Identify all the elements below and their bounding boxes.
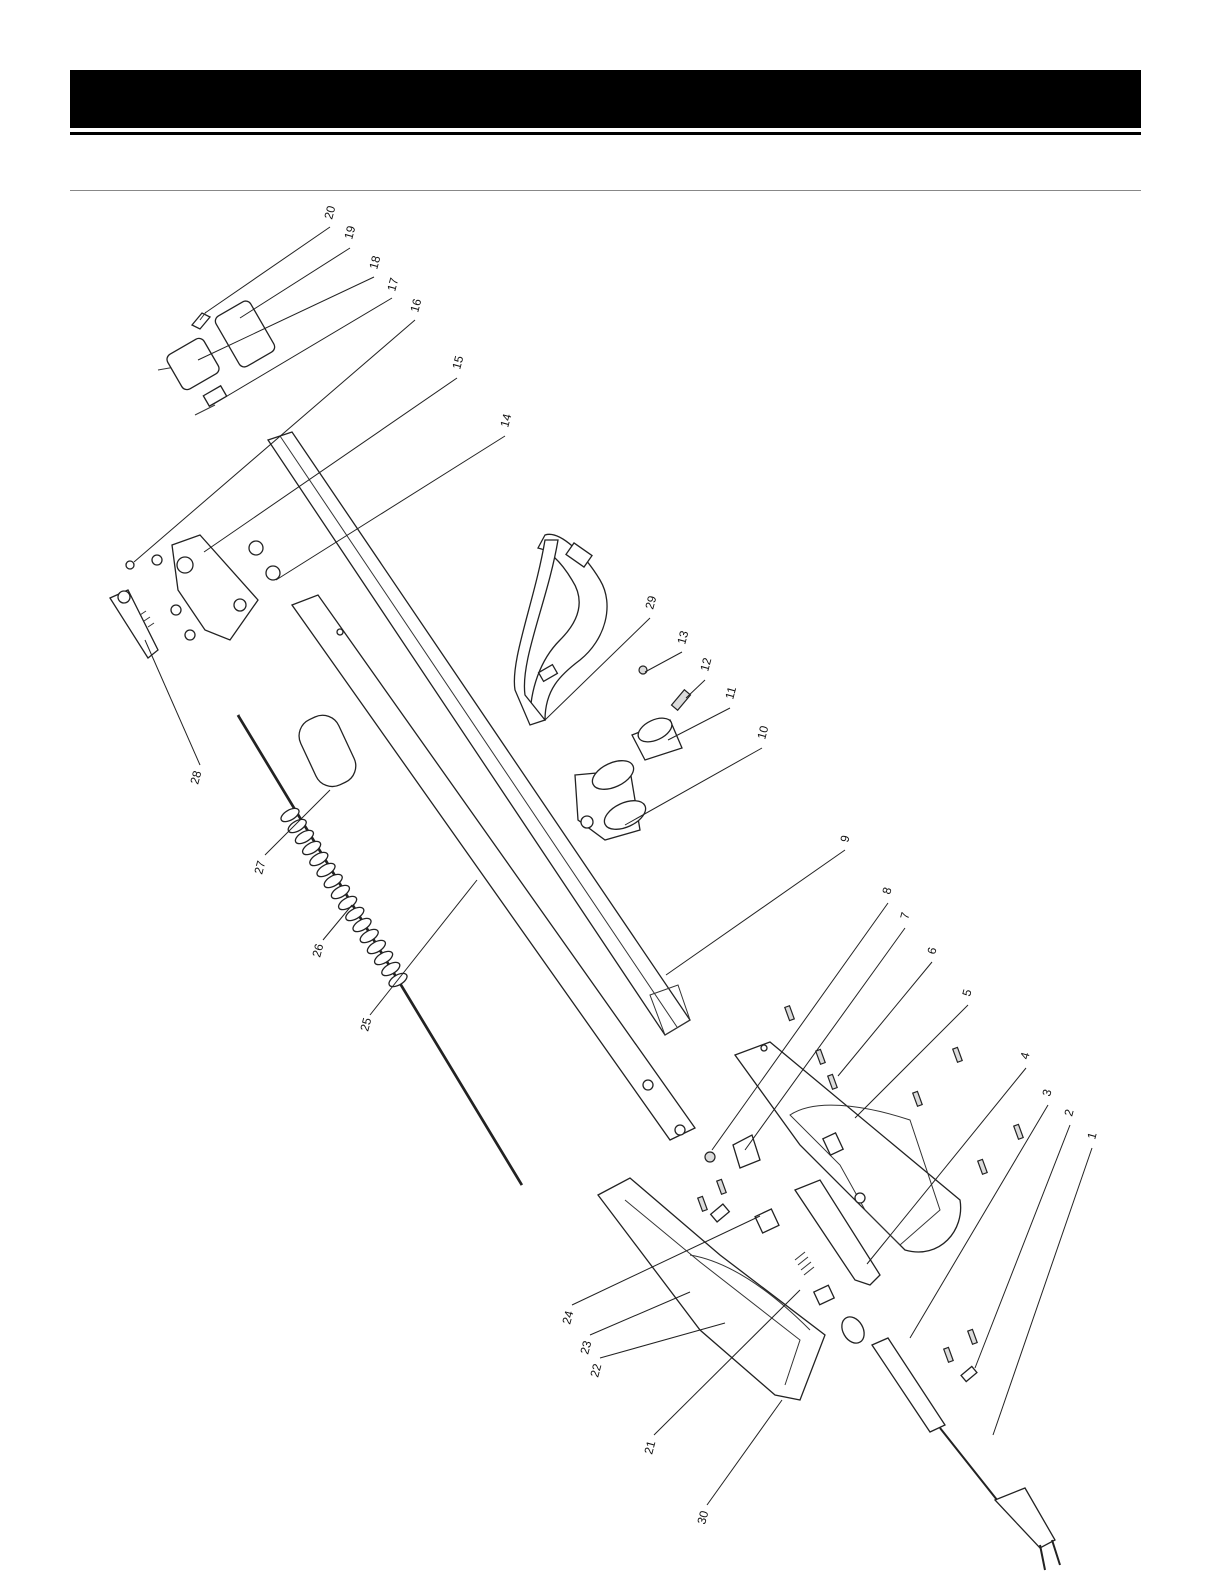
callout-2: 2 — [1061, 1107, 1076, 1117]
callout-24: 24 — [559, 1309, 576, 1326]
callout-8: 8 — [879, 885, 894, 895]
callout-26: 26 — [309, 942, 326, 959]
callout-6: 6 — [924, 945, 939, 955]
callout-17: 17 — [384, 276, 401, 293]
callout-1: 1 — [1084, 1130, 1099, 1140]
foam-sleeve — [293, 709, 361, 792]
callout-7: 7 — [897, 910, 912, 920]
top-cap-assembly — [158, 299, 277, 415]
callout-4: 4 — [1017, 1050, 1032, 1060]
callout-29: 29 — [642, 594, 659, 611]
callout-25: 25 — [357, 1016, 374, 1033]
leader-lines — [134, 227, 1092, 1505]
callout-10: 10 — [754, 724, 771, 741]
lever — [110, 590, 158, 658]
callout-28: 28 — [187, 769, 204, 786]
callout-9: 9 — [837, 833, 852, 843]
inner-tube — [292, 595, 695, 1140]
callout-22: 22 — [587, 1362, 604, 1379]
shoulder-strap — [514, 534, 607, 725]
clamp-block — [126, 535, 280, 640]
callout-12: 12 — [697, 656, 714, 673]
callout-3: 3 — [1039, 1087, 1054, 1097]
callout-20: 20 — [321, 204, 338, 221]
callout-27: 27 — [251, 859, 268, 876]
callout-13: 13 — [674, 629, 691, 646]
callout-21: 21 — [641, 1439, 658, 1456]
callout-18: 18 — [366, 254, 383, 271]
callout-5: 5 — [959, 987, 974, 997]
callout-23: 23 — [577, 1339, 594, 1356]
handle-clamp — [575, 666, 690, 840]
callout-14: 14 — [497, 412, 514, 429]
callout-16: 16 — [407, 297, 424, 314]
callout-30: 30 — [694, 1509, 711, 1526]
callout-15: 15 — [449, 354, 466, 371]
switch-bracket — [733, 1135, 760, 1168]
callout-11: 11 — [722, 685, 739, 701]
lower-housing — [598, 1178, 834, 1400]
callout-19: 19 — [341, 224, 358, 241]
